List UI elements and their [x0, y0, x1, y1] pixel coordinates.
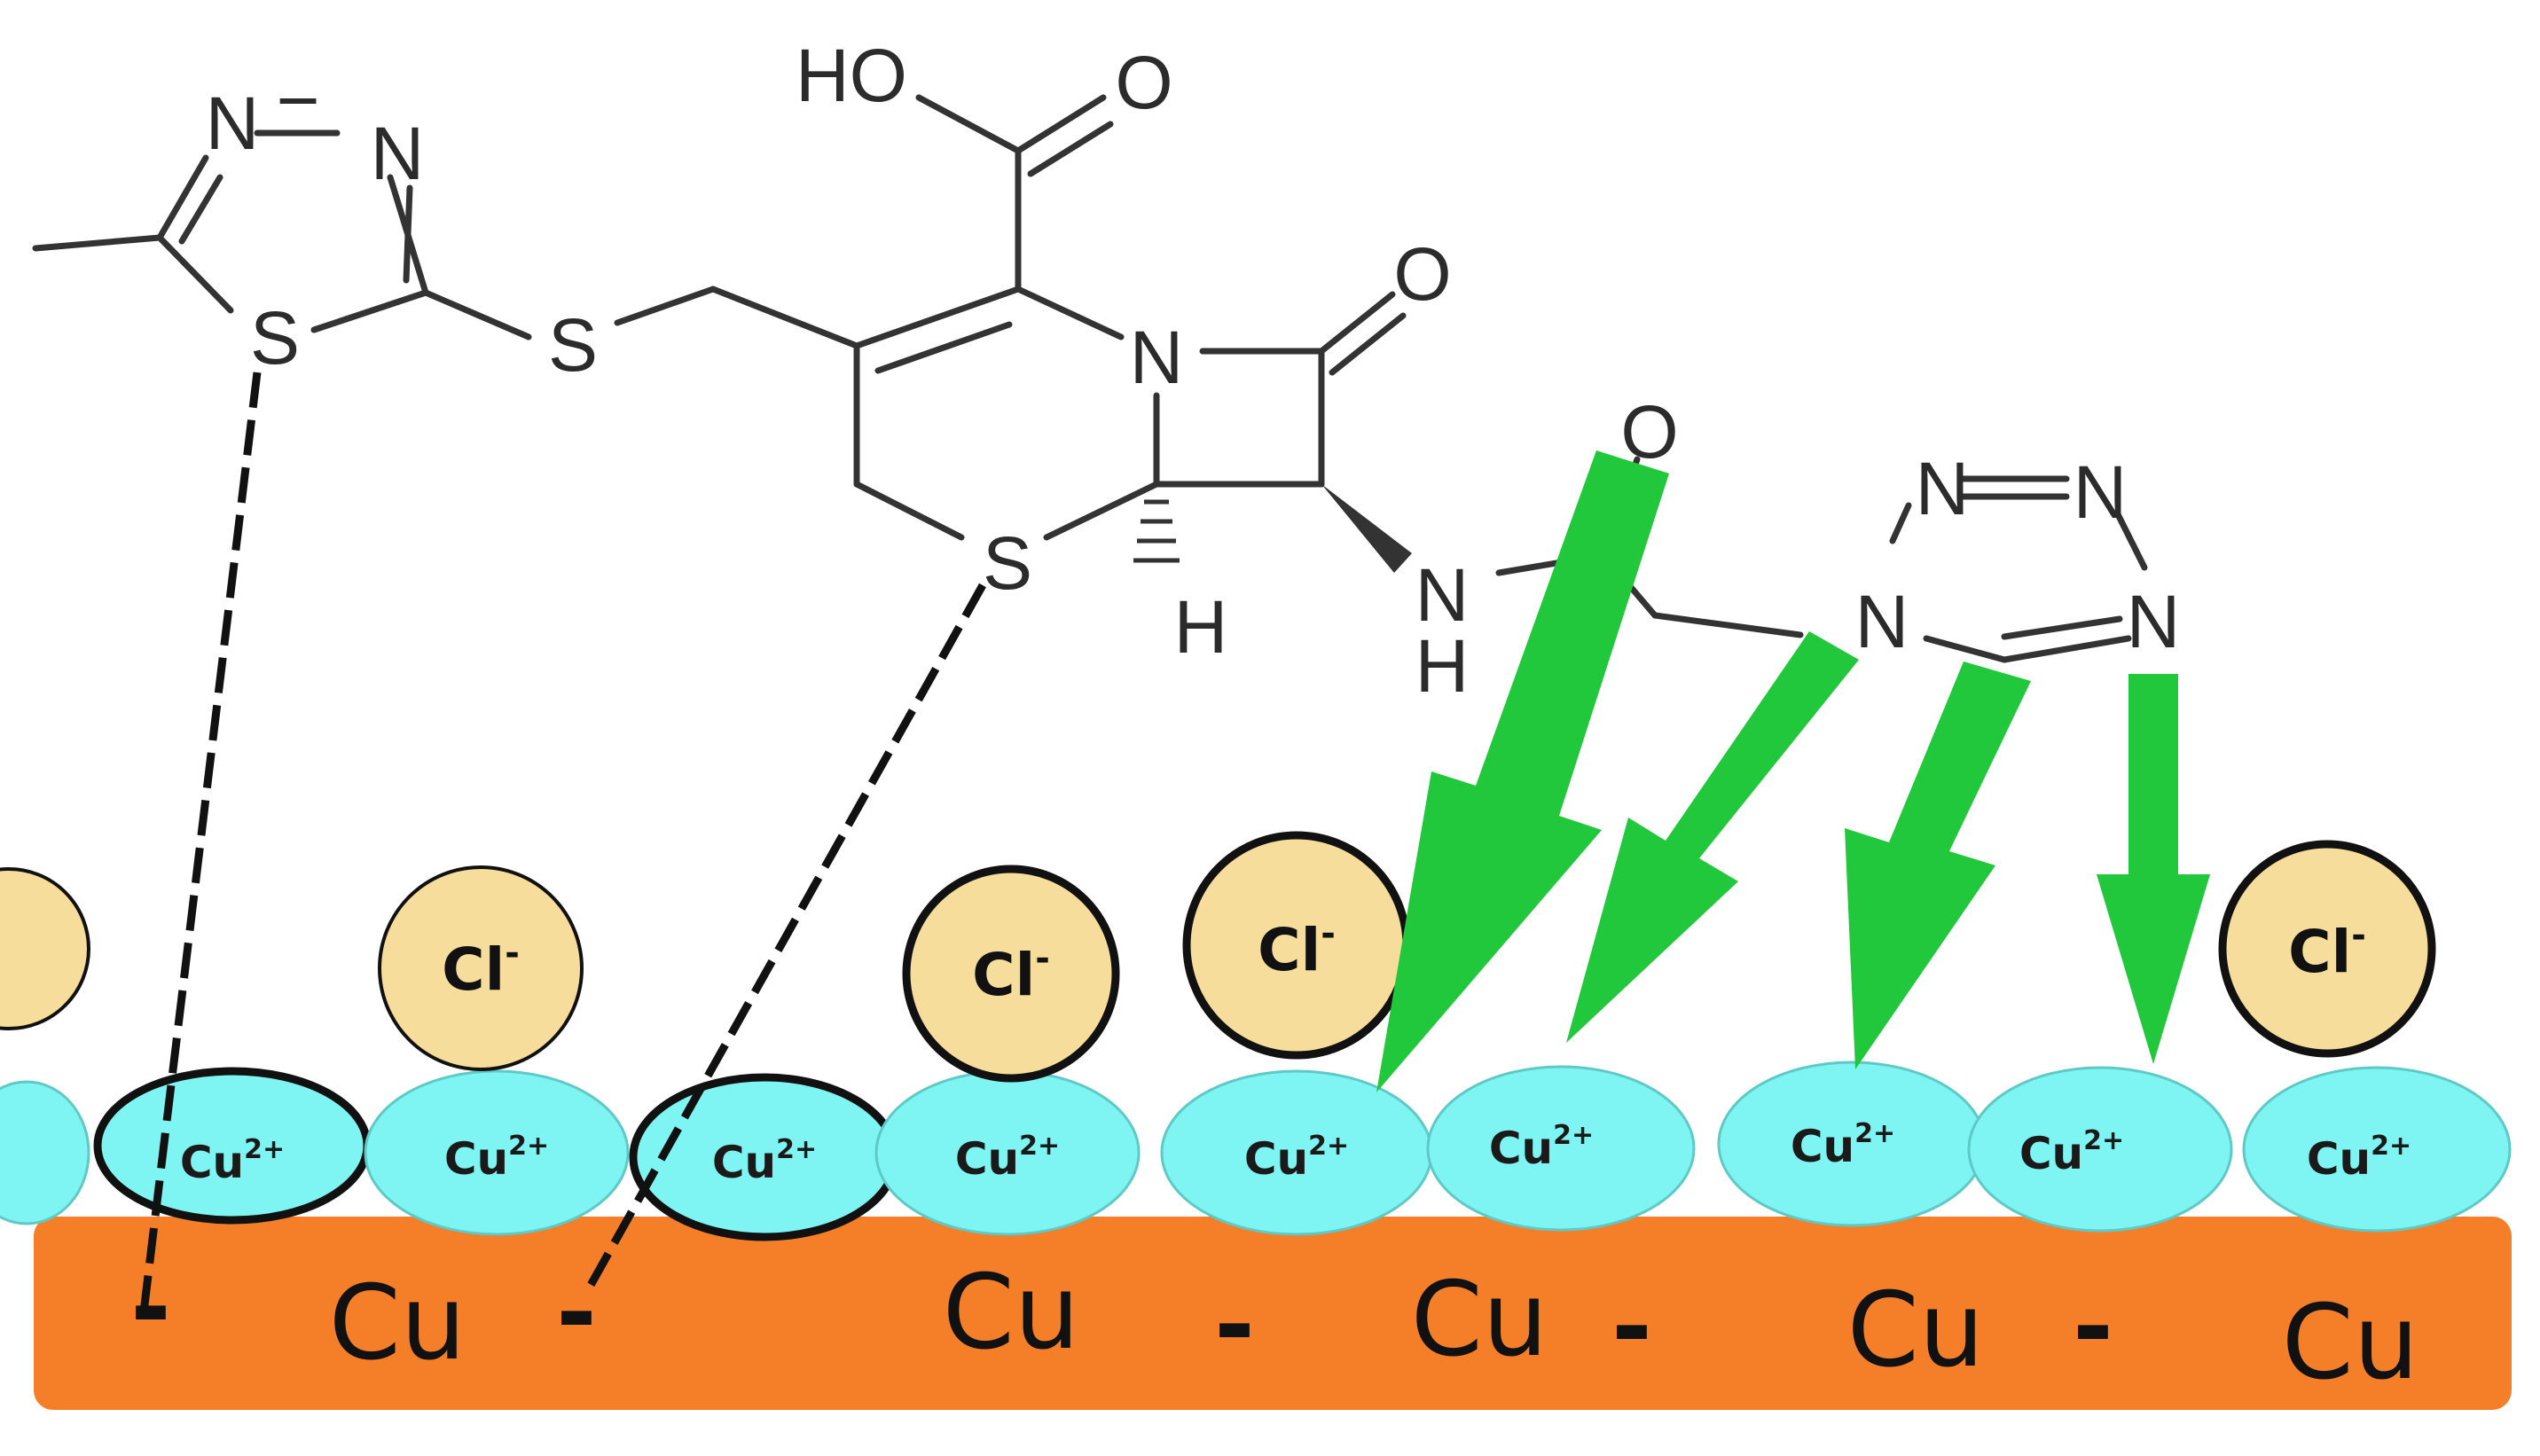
cl-ion-label: Cl-: [972, 938, 1050, 1009]
atom-n: N: [1130, 316, 1184, 399]
arrow: [1376, 450, 1669, 1092]
stereo-hash: [1133, 499, 1180, 563]
atom-n: N: [1415, 553, 1470, 637]
atom-n: N: [1855, 580, 1909, 663]
cu-ion-label: Cu2+: [712, 1134, 817, 1188]
cu-ion-label: Cu2+: [2019, 1125, 2124, 1179]
cl-ion-layer: Cl- Cl- Cl- Cl-: [0, 831, 2436, 1083]
metal-labels: - Cu - Cu - Cu - Cu - Cu: [130, 1250, 2418, 1403]
atom-carbonyl-o: O: [1115, 41, 1172, 124]
adsorption-arrows: [1376, 450, 2210, 1092]
arrow: [1845, 661, 2031, 1069]
atom-s: S: [548, 303, 598, 387]
cu-ion-partial: [0, 1080, 90, 1225]
cu-ion: [364, 1069, 630, 1236]
cu-ion-labels: Cu2+ Cu2+ Cu2+ Cu2+ Cu2+ Cu2+ Cu2+ Cu2+ …: [180, 1118, 2411, 1188]
cu-ion-label: Cu2+: [2307, 1131, 2411, 1185]
stereo-wedge: [1321, 484, 1412, 573]
atom-n: N: [206, 82, 260, 165]
cu-ion: [2242, 1066, 2512, 1233]
atom-h: H: [1174, 585, 1228, 669]
cu-ion-label: Cu2+: [955, 1131, 1060, 1185]
coordination-lines: [139, 372, 986, 1313]
separator: -: [1611, 1270, 1652, 1383]
arrow: [2097, 674, 2210, 1064]
separator: -: [2073, 1270, 2113, 1383]
metal-atom-label: Cu: [943, 1253, 1080, 1373]
molecule-bonds: [32, 94, 2148, 663]
atom-s: S: [250, 296, 300, 380]
atom-amide-o: O: [1620, 390, 1678, 474]
cu-ion-label: Cu2+: [1489, 1120, 1594, 1174]
cu-ion-label: Cu2+: [444, 1131, 549, 1185]
separator: -: [556, 1256, 597, 1369]
cl-ion-label: Cl-: [1258, 913, 1336, 984]
cu-ion: [1426, 1065, 1696, 1232]
cu-ion-label: Cu2+: [180, 1134, 285, 1188]
atom-lactam-o: O: [1393, 232, 1451, 316]
cu-ion-layer: [0, 1061, 2512, 1241]
atom-bond-dash: −: [276, 59, 319, 142]
atom-s: S: [983, 521, 1032, 605]
atom-n: N: [2074, 450, 2128, 534]
cl-ion-label: Cl-: [2288, 915, 2366, 986]
separator: -: [1214, 1268, 1255, 1382]
atom-n: N: [1916, 447, 1970, 530]
cl-ion: [902, 865, 1120, 1083]
atom-n: N: [371, 112, 425, 195]
cl-ion-label: Cl-: [442, 933, 520, 1004]
cl-ion: [2218, 840, 2436, 1058]
metal-atom-label: Cu: [1411, 1260, 1548, 1380]
cu-ion: [1967, 1066, 2233, 1233]
separator: -: [130, 1250, 171, 1364]
arrow: [1566, 631, 1859, 1043]
copper-substrate: [34, 1217, 2512, 1410]
atom-ho: HO: [796, 34, 907, 117]
cl-ion-partial: [0, 867, 90, 1030]
cu-ion-label: Cu2+: [1244, 1131, 1349, 1185]
atom-h: H: [1415, 624, 1470, 708]
atom-n: N: [2127, 580, 2181, 663]
cl-ion: [378, 865, 584, 1071]
metal-atom-label: Cu: [2282, 1283, 2419, 1403]
metal-atom-label: Cu: [1847, 1271, 1985, 1390]
metal-atom-label: Cu: [329, 1264, 466, 1383]
cu-ion-label: Cu2+: [1791, 1118, 1895, 1172]
molecule-atoms: HO O N − N S S N O S H N H O N N N N: [206, 34, 2181, 708]
